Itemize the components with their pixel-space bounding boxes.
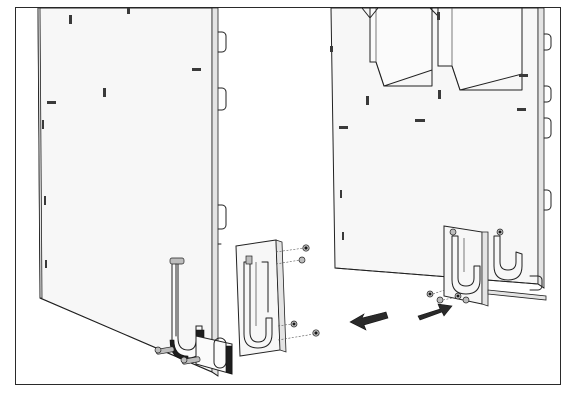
left-bottom-bolts bbox=[154, 346, 201, 365]
right-side-panel bbox=[330, 7, 552, 289]
middle-plate-bolts bbox=[275, 244, 320, 341]
arrow-right bbox=[417, 303, 453, 321]
arrow-left bbox=[349, 311, 389, 331]
figure-frame bbox=[15, 7, 561, 385]
left-bottom-bracket bbox=[195, 335, 233, 375]
right-mounted-bracket bbox=[426, 225, 547, 307]
loose-bracket-plate bbox=[235, 239, 287, 357]
left-side-panel bbox=[37, 7, 227, 377]
